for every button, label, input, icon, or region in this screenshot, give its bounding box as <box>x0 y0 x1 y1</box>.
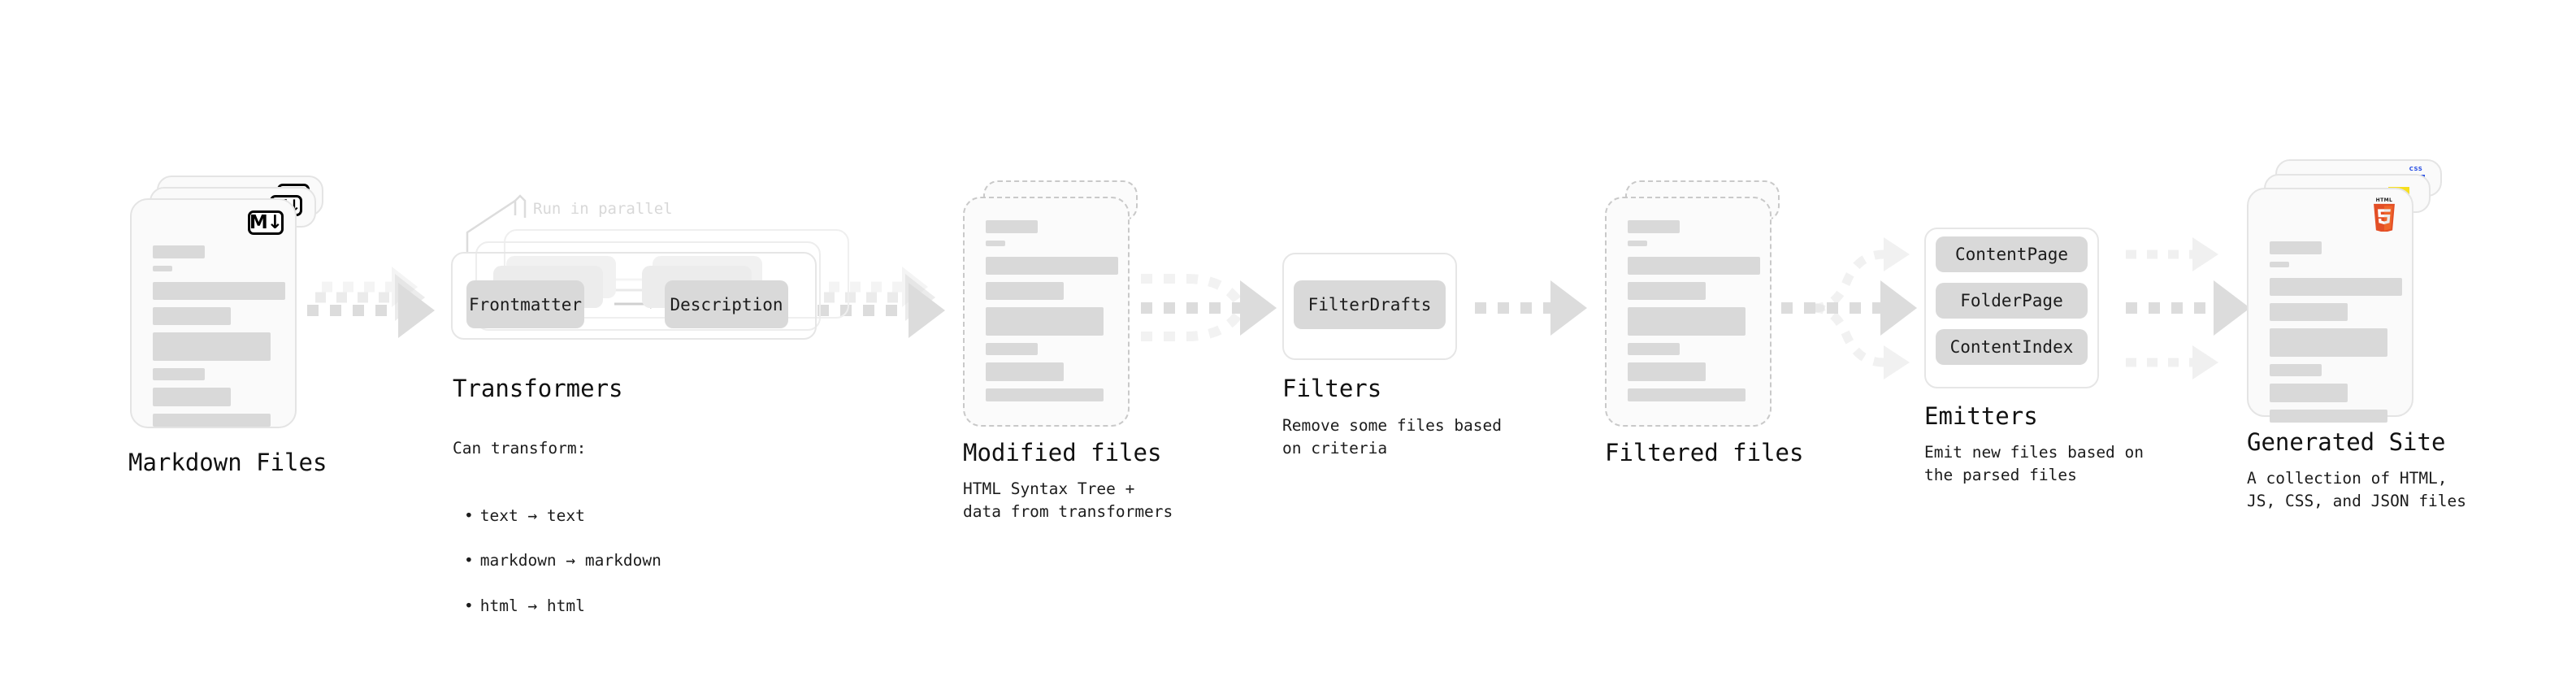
placeholder-line <box>2270 262 2289 267</box>
transformers-bullet: text → text <box>464 505 721 527</box>
placeholder-line <box>2270 241 2322 254</box>
emitter-chip-contentindex[interactable]: ContentIndex <box>1936 329 2088 365</box>
placeholder-line <box>153 266 172 271</box>
placeholder-lines <box>1628 220 1760 409</box>
emitter-chip-folderpage[interactable]: FolderPage <box>1936 283 2088 319</box>
stage-subtitle-modified-files: HTML Syntax Tree + data from transformer… <box>963 479 1173 521</box>
placeholder-line <box>153 245 205 258</box>
placeholder-line <box>1628 257 1760 275</box>
stage-title-transformers: Transformers <box>453 375 623 402</box>
transformers-bullet: html → html <box>464 595 721 618</box>
placeholder-line <box>1628 282 1706 300</box>
stage-subtitle-generated-site: A collection of HTML, JS, CSS, and JSON … <box>2247 469 2467 510</box>
svg-text:HTML: HTML <box>2376 197 2393 203</box>
placeholder-line <box>1628 362 1706 381</box>
transformer-chip-frontmatter[interactable]: Frontmatter <box>466 280 584 328</box>
stage-subtitle-transformers: Can transform: text → text markdown → ma… <box>453 414 721 662</box>
placeholder-line <box>986 220 1038 233</box>
placeholder-line <box>986 388 1104 401</box>
filtered-file-card <box>1605 197 1772 427</box>
stage-title-modified-files: Modified files <box>963 439 1162 466</box>
placeholder-lines <box>153 245 285 434</box>
html5-icon-svg: HTML <box>2374 197 2395 233</box>
placeholder-line <box>2270 384 2348 402</box>
html5-icon: HTML <box>2370 197 2399 233</box>
markdown-icon: M↓ <box>248 210 284 235</box>
stage-title-emitters: Emitters <box>1924 402 2038 430</box>
filter-chip-filterdrafts[interactable]: FilterDrafts <box>1294 280 1446 329</box>
stage-title-generated-site: Generated Site <box>2247 428 2446 456</box>
placeholder-line <box>986 241 1005 246</box>
placeholder-line <box>986 282 1064 300</box>
transformers-bullet-list: text → text markdown → markdown html → h… <box>453 482 721 640</box>
placeholder-line <box>1628 388 1746 401</box>
run-in-parallel-label: Run in parallel <box>533 200 673 218</box>
stage-subtitle-filters: Remove some files based on criteria <box>1282 416 1503 458</box>
placeholder-line <box>986 343 1038 355</box>
markdown-file-card: M↓ <box>130 198 297 428</box>
placeholder-line <box>986 362 1064 381</box>
placeholder-line <box>153 414 271 427</box>
placeholder-line <box>2270 328 2387 357</box>
placeholder-line <box>1628 343 1680 355</box>
placeholder-lines <box>986 220 1118 409</box>
placeholder-line <box>153 388 231 406</box>
transformer-chip-description[interactable]: Description <box>665 280 788 328</box>
placeholder-line <box>153 368 205 380</box>
modified-file-card <box>963 197 1130 427</box>
placeholder-line <box>986 307 1104 336</box>
emitter-chip-contentpage[interactable]: ContentPage <box>1936 236 2088 272</box>
transformers-bullet: markdown → markdown <box>464 549 721 572</box>
transformer-group-box <box>451 252 817 340</box>
placeholder-line <box>1628 220 1680 233</box>
placeholder-lines <box>2270 241 2402 430</box>
placeholder-line <box>153 307 231 325</box>
placeholder-line <box>1628 307 1746 336</box>
placeholder-line <box>2270 364 2322 376</box>
transformers-subtitle-line: Can transform: <box>453 438 587 458</box>
placeholder-line <box>153 332 271 361</box>
placeholder-line <box>986 257 1118 275</box>
placeholder-line <box>2270 303 2348 321</box>
stage-markdown-files: M↓ M↓ M↓ Markdown Files <box>0 0 327 681</box>
stage-title-markdown-files: Markdown Files <box>128 449 327 476</box>
placeholder-line <box>2270 410 2387 423</box>
placeholder-line <box>153 282 285 300</box>
placeholder-line <box>1628 241 1647 246</box>
stage-title-filters: Filters <box>1282 375 1382 402</box>
generated-file-card: HTML <box>2247 188 2413 423</box>
stage-title-filtered-files: Filtered files <box>1605 439 1804 466</box>
css-icon-label: CSS <box>2409 166 2423 172</box>
placeholder-line <box>2270 278 2402 296</box>
stage-subtitle-emitters: Emit new files based on the parsed files <box>1924 443 2144 484</box>
